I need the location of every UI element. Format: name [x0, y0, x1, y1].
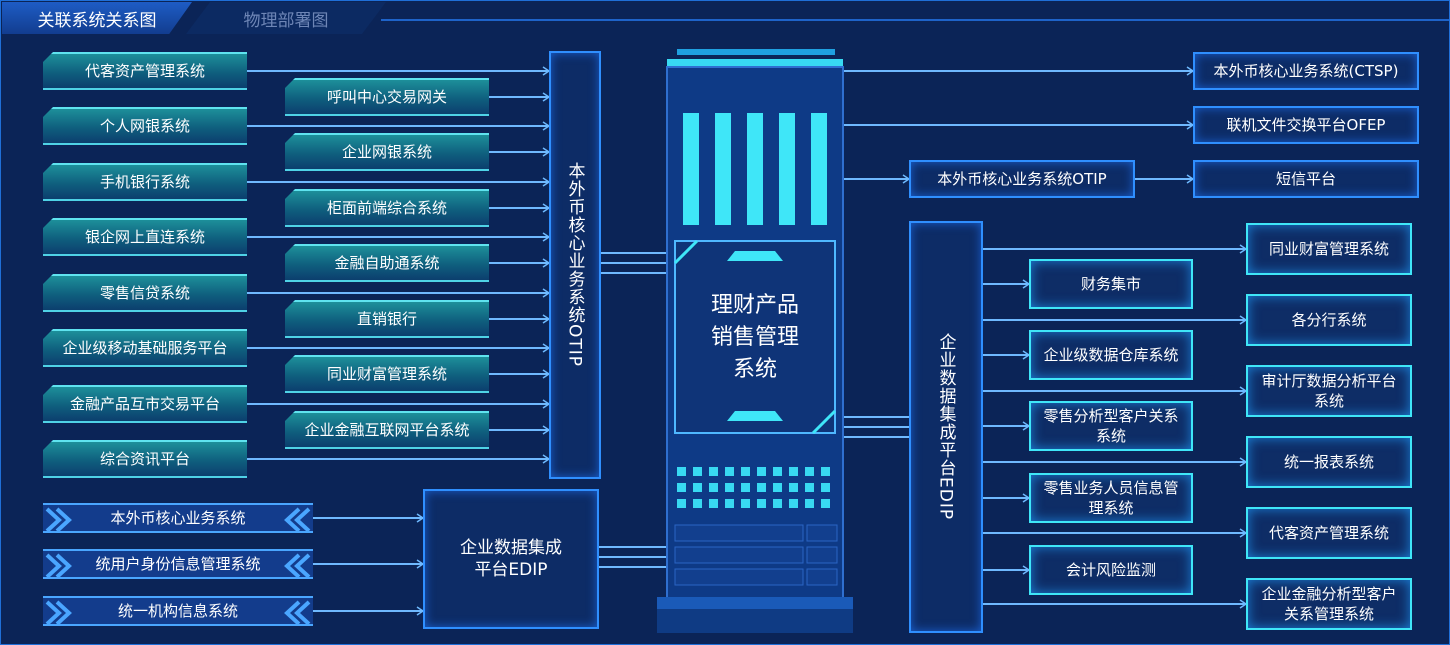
node-left-inner-2[interactable]: 柜面前端综合系统	[285, 189, 489, 227]
node-left-bottom-2[interactable]: 统一机构信息系统	[43, 596, 313, 626]
edip-vertical-node[interactable]: 企业数据集成平台EDIP	[909, 221, 983, 633]
node-right-far-5[interactable]: 企业金融分析型客户 关系管理系统	[1246, 578, 1412, 630]
node-left-inner-4[interactable]: 直销银行	[285, 300, 489, 338]
chevron-right-icon	[45, 600, 72, 626]
chevron-left-icon	[284, 553, 311, 579]
node-left-bottom-0[interactable]: 本外币核心业务系统	[43, 503, 313, 533]
node-left-bottom-0-label: 本外币核心业务系统	[110, 509, 246, 527]
tab-physical-deployment[interactable]: 物理部署图	[186, 2, 386, 34]
chevron-left-icon	[284, 507, 311, 533]
chevron-left-icon	[284, 600, 311, 626]
node-left-bottom-1[interactable]: 统用户身份信息管理系统	[43, 549, 313, 579]
node-left-outer-7[interactable]: 综合资讯平台	[43, 440, 247, 478]
center-system-title: 理财产品 销售管理 系统	[710, 293, 799, 382]
center-system-tower[interactable]	[657, 49, 853, 633]
otip-vertical-node[interactable]: 本外币核心业务系统OTIP	[549, 51, 601, 479]
node-right-mid-1[interactable]: 企业级数据仓库系统	[1029, 330, 1193, 380]
edip-bottom-node[interactable]: 企业数据集成 平台EDIP	[423, 489, 599, 629]
node-right-otip[interactable]: 本外币核心业务系统OTIP	[909, 160, 1135, 198]
node-left-outer-2[interactable]: 手机银行系统	[43, 163, 247, 201]
node-left-outer-6[interactable]: 金融产品互市交易平台	[43, 385, 247, 423]
node-left-outer-4[interactable]: 零售信贷系统	[43, 274, 247, 312]
node-right-far-4[interactable]: 代客资产管理系统	[1246, 507, 1412, 559]
node-left-bottom-2-label: 统一机构信息系统	[117, 602, 238, 620]
node-right-top-0[interactable]: 本外币核心业务系统(CTSP)	[1193, 52, 1419, 90]
node-left-outer-5[interactable]: 企业级移动基础服务平台	[43, 329, 247, 367]
node-left-inner-3[interactable]: 金融自助通系统	[285, 244, 489, 282]
node-right-far-3[interactable]: 统一报表系统	[1246, 436, 1412, 488]
node-right-mid-3[interactable]: 零售业务人员信息管 理系统	[1029, 473, 1193, 523]
node-right-far-2[interactable]: 审计厅数据分析平台 系统	[1246, 365, 1412, 417]
node-left-inner-1[interactable]: 企业网银系统	[285, 133, 489, 171]
node-right-top-2[interactable]: 短信平台	[1193, 160, 1419, 198]
node-right-mid-4[interactable]: 会计风险监测	[1029, 545, 1193, 595]
node-left-outer-3[interactable]: 银企网上直连系统	[43, 218, 247, 256]
node-left-inner-0[interactable]: 呼叫中心交易网关	[285, 78, 489, 116]
chevron-right-icon	[45, 553, 72, 579]
node-left-inner-5[interactable]: 同业财富管理系统	[285, 355, 489, 393]
node-right-top-1[interactable]: 联机文件交换平台OFEP	[1193, 106, 1419, 144]
node-left-bottom-1-label: 统用户身份信息管理系统	[95, 555, 261, 573]
node-left-inner-6[interactable]: 企业金融互联网平台系统	[285, 411, 489, 449]
node-right-mid-0[interactable]: 财务集市	[1029, 259, 1193, 309]
tab-divider	[381, 19, 1449, 21]
node-right-far-1[interactable]: 各分行系统	[1246, 294, 1412, 346]
node-left-outer-1[interactable]: 个人网银系统	[43, 107, 247, 145]
chevron-right-icon	[45, 507, 72, 533]
node-left-outer-0[interactable]: 代客资产管理系统	[43, 52, 247, 90]
tab-relation-diagram[interactable]: 关联系统关系图	[2, 2, 192, 34]
node-right-far-0[interactable]: 同业财富管理系统	[1246, 223, 1412, 275]
node-right-mid-2[interactable]: 零售分析型客户关系 系统	[1029, 401, 1193, 451]
